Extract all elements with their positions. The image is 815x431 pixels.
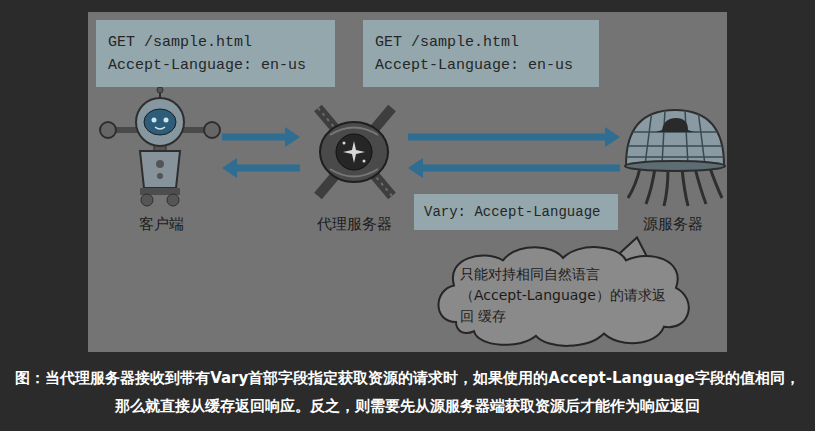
arrow-head: [222, 158, 237, 178]
origin-server: [698, 110, 705, 165]
proxy-device: [318, 108, 392, 196]
client-robot: [144, 109, 176, 135]
origin-server: [710, 168, 722, 198]
client-robot: [136, 98, 184, 146]
origin-server: [656, 118, 694, 132]
origin-server: [628, 168, 640, 198]
bubble-outline: [438, 247, 688, 346]
message-arrow: [222, 158, 300, 178]
arrow-shaft: [235, 165, 300, 172]
panel: [88, 12, 727, 352]
client-robot: [164, 118, 169, 123]
origin-server: [620, 156, 730, 158]
message-arrow: [222, 127, 300, 147]
figure-label: 代理服务器: [300, 214, 408, 234]
arrow-head: [605, 127, 620, 147]
origin-server: [662, 110, 665, 165]
figure-label: 源服务器: [620, 214, 726, 234]
header-text: GET /sample.html: [108, 31, 252, 54]
arrow-shaft: [421, 165, 620, 172]
origin-server: [620, 145, 730, 147]
header-text: Accept-Language: en-us: [375, 54, 573, 77]
origin-server: [695, 168, 706, 204]
header-text: GET /sample.html: [375, 31, 519, 54]
origin-server: [620, 110, 730, 165]
response-header-box: Vary: Accept-Language: [414, 194, 618, 230]
message-arrow: [408, 127, 620, 147]
client-robot: [140, 151, 180, 188]
speech-bubble: 只能对持相同自然语言 （Accept-Language）的请求返回 缓存: [428, 242, 698, 345]
request-box: GET /sample.htmlAccept-Language: en-us: [363, 20, 599, 87]
arrow-head: [408, 158, 423, 178]
header-text: Accept-Language: en-us: [108, 54, 306, 77]
figure-label: 客户端: [100, 214, 222, 234]
arrow-shaft: [222, 134, 287, 141]
client-robot: [141, 194, 153, 206]
figure-caption: 图：当代理服务器接收到带有Vary首部字段指定获取资源的请求时，如果使用的Acc…: [10, 364, 805, 420]
origin-server: [682, 168, 688, 206]
origin-server: [625, 161, 725, 171]
proxy-device: [318, 108, 392, 196]
client-robot: [152, 118, 157, 123]
proxy-device: [318, 108, 392, 196]
client-robot: [100, 87, 220, 206]
proxy-device: [363, 160, 366, 163]
origin-server: [685, 110, 688, 165]
origin-server: [646, 168, 655, 204]
origin-node: 源服务器: [620, 88, 726, 238]
proxy-device: [320, 122, 388, 182]
client-node: 客户端: [100, 88, 222, 238]
client-robot: [156, 160, 164, 168]
origin-server: [664, 168, 668, 206]
proxy-node: 代理服务器: [300, 88, 408, 238]
origin-server: [645, 110, 652, 165]
bubble-text: 只能对持相同自然语言 （Accept-Language）的请求返回 缓存: [460, 264, 666, 327]
arrow-shaft: [408, 134, 607, 141]
client-robot: [204, 122, 220, 138]
origin-server: [620, 110, 730, 206]
client-robot: [100, 122, 116, 138]
client-robot: [157, 87, 163, 93]
client-robot: [155, 127, 165, 129]
request-box: GET /sample.htmlAccept-Language: en-us: [96, 20, 335, 87]
client-robot: [157, 173, 163, 179]
client-robot: [167, 194, 179, 206]
header-text: Vary: Accept-Language: [424, 203, 600, 221]
proxy-device: [343, 142, 346, 145]
arrow-head: [285, 127, 300, 147]
message-arrow: [408, 158, 620, 178]
proxy-device: [343, 141, 365, 163]
proxy-device: [318, 108, 392, 196]
proxy-device: [336, 134, 372, 170]
